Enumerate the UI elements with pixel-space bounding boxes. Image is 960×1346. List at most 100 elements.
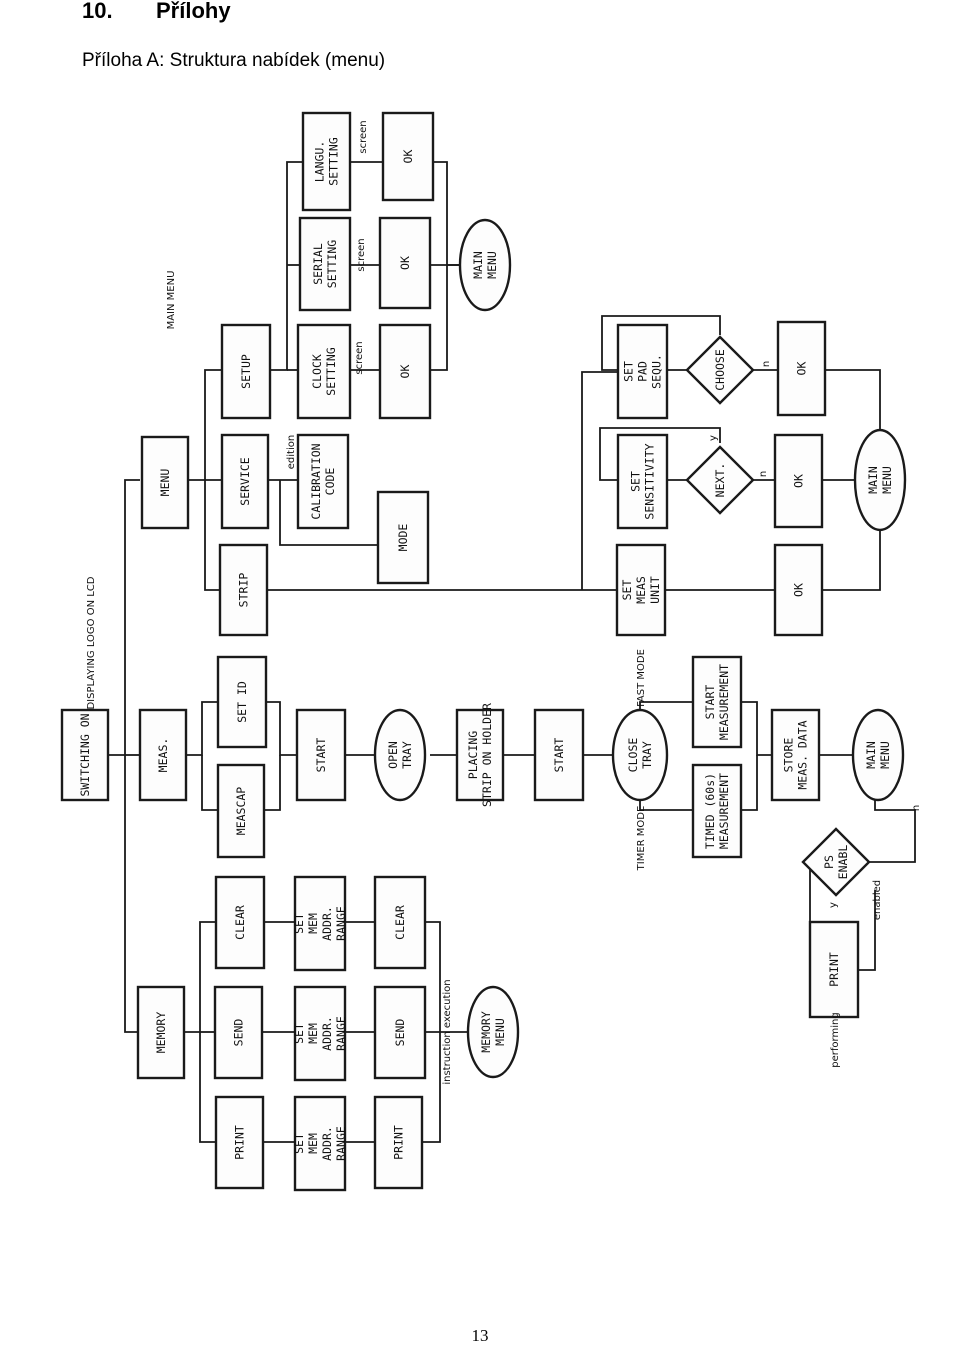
node-range-clear: SETMEMADDR.RANGE [292, 875, 348, 972]
node-set-id-label: SET ID [235, 681, 249, 723]
flowchart-svg: LANGU.SETTINGSERIALSETTINGCLOCKSETTINGOK… [60, 111, 922, 1192]
node-service-shape [220, 433, 270, 530]
node-strip-shape [218, 543, 269, 637]
connector-memory-branches [184, 921, 216, 1033]
node-set-meas-unit-label: SETMEASUNIT [620, 576, 662, 604]
label-y-ps: y [828, 902, 839, 908]
node-ok-serial-shape [378, 216, 432, 310]
node-lang-setting-label: LANGU.SETTING [313, 137, 341, 186]
node-main-menu-top-label: MAINMENU [471, 251, 499, 279]
node-open-tray-label: OPENTRAY [386, 741, 414, 769]
node-main-menu-bottom: MAINMENU [851, 708, 905, 802]
node-setup-label: SETUP [239, 354, 253, 389]
chapter-heading: 10.Přílohy [82, 0, 231, 26]
label-performing: performing [830, 1012, 841, 1067]
node-clear-2: CLEAR [373, 875, 427, 970]
node-clear-1: CLEAR [214, 875, 266, 970]
node-lang-setting-shape [301, 111, 352, 212]
node-clear-1-label: CLEAR [233, 905, 247, 940]
node-timed-measurement-shape [691, 763, 743, 859]
page-number: 13 [471, 1326, 489, 1345]
node-main-menu-top-shape [458, 218, 512, 312]
node-start-1-label: START [314, 738, 328, 773]
node-start-measurement-label: STARTMEASUREMENT [703, 664, 731, 740]
chapter-number: 10. [82, 0, 113, 23]
node-set-pad-sequ: SETPADSEQU. [616, 323, 669, 420]
node-send-2-shape [373, 985, 427, 1080]
node-set-meas-unit: SETMEASUNIT [615, 543, 667, 637]
node-menu-shape [140, 435, 190, 530]
connector-ps-n [868, 790, 916, 863]
node-ok-lang-shape [381, 111, 435, 202]
node-ok-next-label: OK [792, 474, 806, 488]
node-ps-enabl: PSENABL [801, 827, 871, 897]
node-calibration-code-shape [296, 433, 350, 530]
node-clock-setting-shape [296, 323, 352, 420]
node-start-2-label: START [552, 738, 566, 773]
node-set-pad-sequ-label: SETPADSEQU. [622, 354, 664, 389]
label-n-next: n [758, 471, 769, 477]
connector-switching-to-memory [124, 755, 138, 1033]
label-displaying-logo: DISPLAYING LOGO ON LCD [86, 576, 97, 709]
label-n-choose: n [761, 361, 772, 367]
node-print-2-shape [373, 1095, 424, 1190]
node-serial-setting-shape [298, 216, 352, 312]
node-main-menu-right-shape [853, 428, 907, 532]
label-n-ps: n [911, 805, 922, 811]
node-meas-shape [138, 708, 188, 802]
node-serial-setting-label: SERIALSETTING [311, 240, 339, 289]
node-switching-on-label: SWITCHING ON [78, 713, 92, 796]
node-set-sensitivity: SETSENSITIVITY [616, 433, 669, 530]
connector-ok-to-mainmenu-top [433, 161, 462, 266]
node-open-tray-shape [373, 708, 427, 802]
node-menu-label: MENU [158, 469, 172, 497]
node-close-tray: CLOSETRAY [611, 708, 669, 802]
node-memory-shape [136, 985, 186, 1080]
node-ok-next: OK [773, 433, 824, 529]
node-print-result-shape [808, 920, 860, 1019]
connector-memory-print [199, 1032, 216, 1143]
connector-switching-to-menu [95, 479, 140, 756]
node-send-2: SEND [373, 985, 427, 1080]
node-print-2: PRINT [373, 1095, 424, 1190]
node-store-meas-data-shape [770, 708, 821, 802]
node-placing-strip-label: PLACINGSTRIP ON HOLDER [466, 703, 494, 807]
node-send-1: SEND [213, 985, 264, 1080]
node-store-meas-data-label: STOREMEAS. DATA [782, 720, 810, 789]
connector-next-loop [599, 427, 721, 481]
node-start-2: START [533, 708, 585, 802]
connector-menu-to-setup [188, 369, 222, 481]
node-range-send: SETMEMADDR.RANGE [292, 985, 348, 1082]
node-setup-shape [220, 323, 272, 420]
label-y-next: y [708, 435, 719, 441]
node-ok-unit-shape [773, 543, 824, 637]
node-ok-next-shape [773, 433, 824, 529]
node-next-shape [685, 445, 755, 515]
connector-meas-to-meascap [201, 755, 218, 811]
label-edition: edition [286, 435, 297, 469]
node-clear-2-label: CLEAR [393, 905, 407, 940]
node-close-tray-label: CLOSETRAY [626, 738, 654, 773]
node-start-measurement: STARTMEASUREMENT [691, 655, 743, 749]
node-range-clear-shape [293, 875, 347, 972]
node-send-1-label: SEND [232, 1019, 246, 1047]
node-strip: STRIP [218, 543, 269, 637]
connector-timer-to-store [741, 755, 758, 811]
node-ok-choose: OK [776, 320, 827, 417]
connector-meascap-to-start [264, 755, 281, 811]
node-meas: MEAS. [138, 708, 188, 802]
node-start-2-shape [533, 708, 585, 802]
node-set-id: SET ID [216, 655, 268, 749]
node-strip-label: STRIP [237, 573, 251, 608]
connector-menu-to-strip [204, 480, 220, 591]
connector-ok3-to-mainmenu-right [822, 530, 881, 591]
node-ps-enabl-shape [801, 827, 871, 897]
node-print-1-label: PRINT [233, 1125, 247, 1160]
node-set-sensitivity-label: SETSENSITIVITY [629, 443, 657, 519]
label-timer-mode: TIMER MODE [636, 806, 647, 872]
node-lang-setting: LANGU.SETTING [301, 111, 352, 212]
node-ok-unit-label: OK [792, 583, 806, 597]
node-ok-choose-shape [776, 320, 827, 417]
connector-ok3-to-mainmenu-top [430, 265, 448, 371]
node-meascap: MEASCAP [216, 763, 266, 859]
